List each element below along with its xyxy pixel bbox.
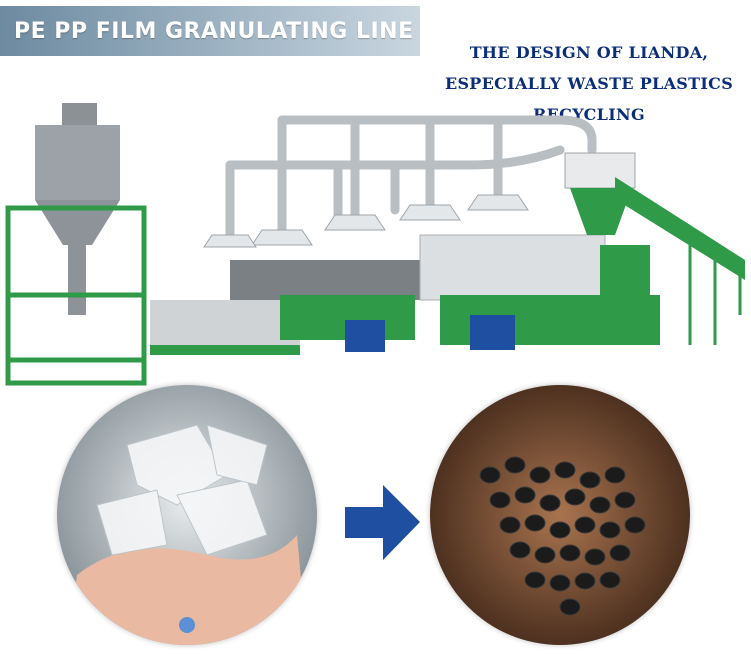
title-banner: PE PP FILM GRANULATING LINE [0,6,420,56]
film-flakes-image [57,385,317,645]
granulating-line-machine-image [5,103,745,386]
tagline-line-2: ESPECIALLY WASTE PLASTICS [444,74,734,93]
black-pellets-image [430,385,690,645]
page-title: PE PP FILM GRANULATING LINE [14,18,414,44]
tagline-line-1: THE DESIGN OF LIANDA, [469,43,709,62]
arrow-right-icon [345,485,420,560]
